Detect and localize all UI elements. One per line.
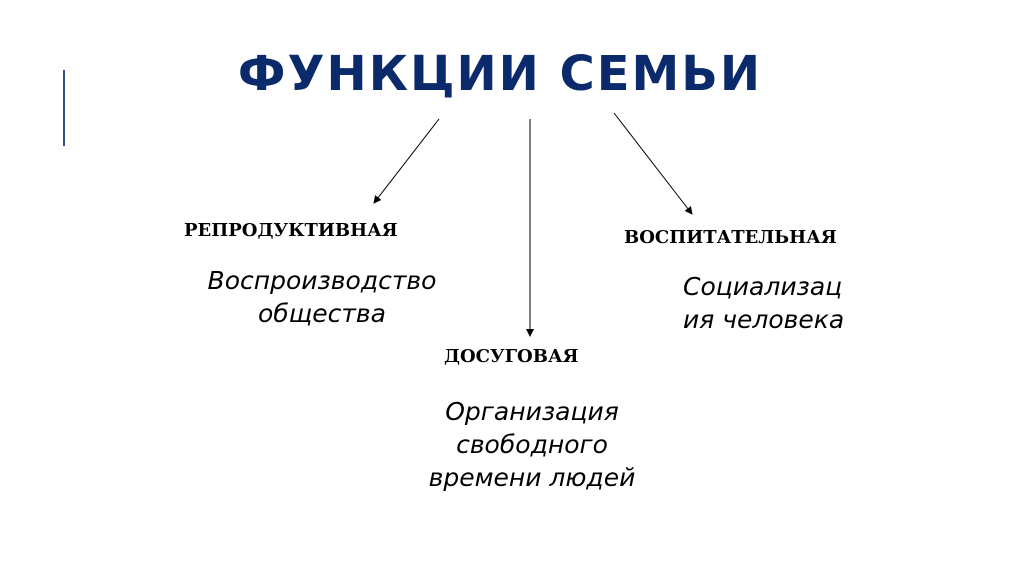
arrow-to-educational xyxy=(613,112,693,215)
leisure-description: Организация свободного времени людей xyxy=(382,395,682,494)
description-line: общества xyxy=(257,299,386,328)
educational-description: Социализац ия человека xyxy=(683,270,923,336)
arrow-to-reproductive xyxy=(373,118,440,204)
description-line: Социализац xyxy=(683,272,843,301)
description-line: свободного xyxy=(456,430,608,459)
description-line: Воспроизводство xyxy=(207,266,437,295)
reproductive-heading: РЕПРОДУКТИВНАЯ xyxy=(184,220,398,241)
diagram-title: ФУНКЦИИ СЕМЬИ xyxy=(237,46,763,102)
leisure-heading: ДОСУГОВАЯ xyxy=(444,346,579,367)
reproductive-description: Воспроизводство общества xyxy=(172,264,472,330)
accent-bar xyxy=(63,70,65,146)
description-line: Организация xyxy=(445,397,619,426)
description-line: времени людей xyxy=(428,463,636,492)
educational-heading: ВОСПИТАТЕЛЬНАЯ xyxy=(624,227,837,248)
description-line: ия человека xyxy=(683,305,845,334)
